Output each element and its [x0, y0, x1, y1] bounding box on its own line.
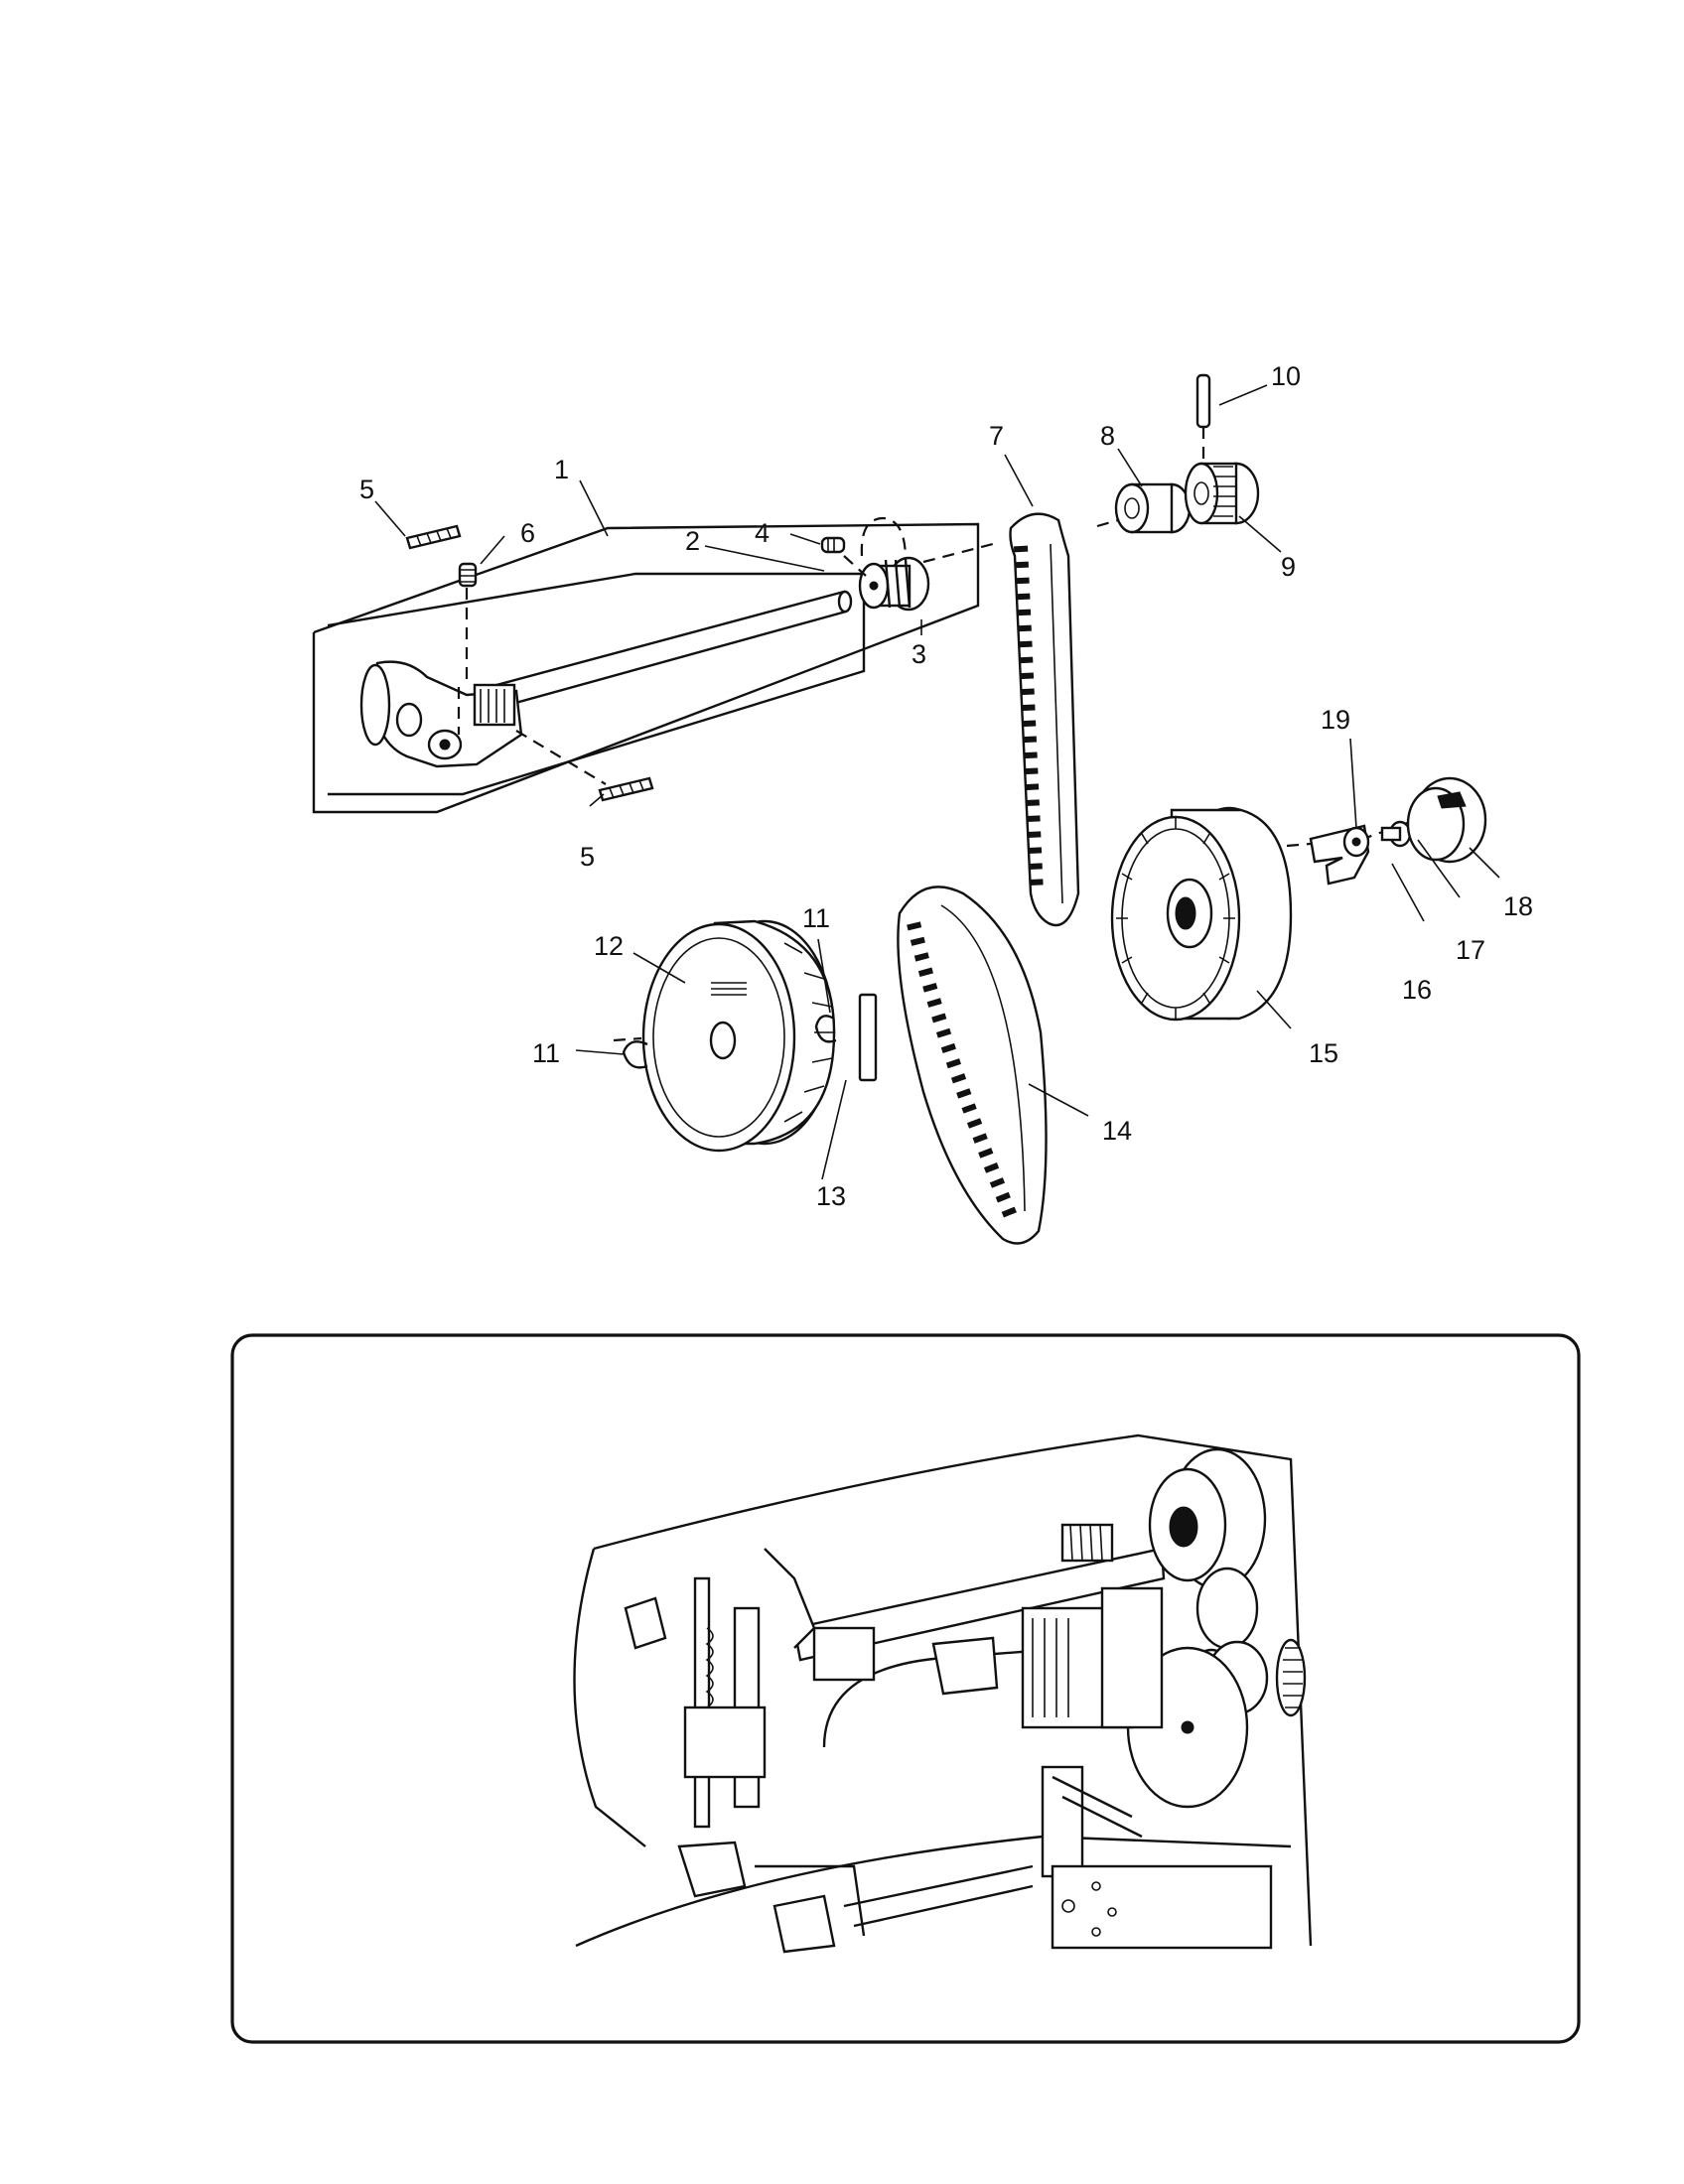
callout-3: 3 — [912, 639, 926, 669]
machine-illustration — [573, 1433, 1313, 1954]
set-screw-6 — [458, 562, 478, 588]
callout-2: 2 — [685, 526, 700, 556]
screw-19 — [1342, 826, 1370, 858]
callout-13: 13 — [816, 1181, 846, 1211]
callout-12: 12 — [594, 931, 624, 961]
timing-belt-14 — [897, 886, 1048, 1245]
e-ring-11-left — [622, 1040, 648, 1069]
worm-gear-3 — [858, 556, 930, 612]
callout-9: 9 — [1281, 552, 1296, 582]
callout-10: 10 — [1271, 361, 1301, 391]
screw-5-top — [405, 524, 462, 550]
callout-4: 4 — [755, 518, 770, 548]
callout-1: 1 — [554, 455, 569, 484]
callout-15: 15 — [1309, 1038, 1338, 1068]
callout-18: 18 — [1503, 891, 1533, 921]
callout-17: 17 — [1456, 935, 1485, 965]
callout-6: 6 — [520, 518, 535, 548]
screw-5-bottom — [598, 776, 654, 802]
callout-7: 7 — [989, 421, 1004, 451]
callout-14: 14 — [1102, 1116, 1132, 1146]
e-ring-11-right — [814, 1015, 837, 1043]
upper-shaft-assembly — [359, 590, 853, 768]
callout-5-bottom: 5 — [580, 842, 595, 872]
callout-5-top: 5 — [359, 475, 374, 504]
cap-18 — [1406, 776, 1487, 864]
pin-10 — [1195, 373, 1211, 429]
callout-leader-lines — [374, 384, 1500, 1180]
key-13 — [858, 993, 878, 1082]
assembly-outline — [312, 522, 980, 814]
inset-panel — [230, 1333, 1581, 2044]
callout-16: 16 — [1402, 975, 1432, 1005]
pulley-12 — [641, 919, 836, 1153]
pulley-15 — [1110, 806, 1293, 1022]
set-screw-4 — [820, 536, 846, 554]
callout-11-lower: 11 — [532, 1038, 560, 1068]
callout-8: 8 — [1100, 421, 1115, 451]
callout-labels: 1 2 3 4 5 5 6 7 8 9 10 11 11 12 13 14 15… — [359, 361, 1533, 1211]
callout-19: 19 — [1321, 705, 1350, 735]
gear-9 — [1184, 462, 1260, 525]
screw-17 — [1380, 820, 1412, 848]
callout-11-upper: 11 — [802, 903, 830, 933]
timing-belt-7 — [1009, 512, 1080, 927]
bushing-8 — [1114, 482, 1192, 534]
